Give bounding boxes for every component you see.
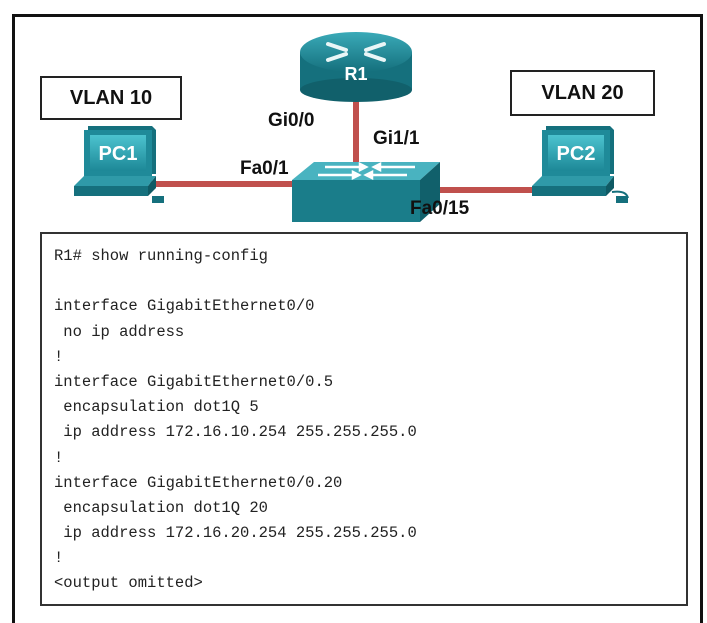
config-line: no ip address (54, 322, 185, 341)
config-line: interface GigabitEthernet0/0.5 (54, 372, 334, 391)
pc1-icon: PC1 (74, 126, 164, 203)
vlan10-label: VLAN 10 (40, 76, 182, 120)
switch-icon (292, 161, 440, 222)
port-label-gi0-0: Gi0/0 (268, 110, 315, 131)
config-line: encapsulation dot1Q 20 (54, 498, 268, 517)
config-line: ip address 172.16.10.254 255.255.255.0 (54, 423, 417, 442)
port-label-fa0-1: Fa0/1 (240, 158, 289, 179)
config-line: encapsulation dot1Q 5 (54, 398, 259, 417)
config-line: ! (54, 448, 64, 467)
port-label-fa0-15: Fa0/15 (410, 198, 470, 219)
config-line: interface GigabitEthernet0/0 (54, 297, 315, 316)
config-text: R1# show running-config interface Gigabi… (42, 234, 686, 597)
config-line: interface GigabitEthernet0/0.20 (54, 473, 343, 492)
port-label-gi1-1: Gi1/1 (373, 128, 420, 149)
config-line: ip address 172.16.20.254 255.255.255.0 (54, 524, 417, 543)
pc1-label: PC1 (99, 143, 138, 165)
running-config-output: R1# show running-config interface Gigabi… (40, 232, 688, 606)
vlan20-label: VLAN 20 (510, 70, 655, 116)
config-line: ! (54, 347, 64, 366)
config-line: ! (54, 549, 64, 568)
router-icon: R1 (300, 32, 412, 102)
figure-frame (12, 14, 703, 623)
config-line (54, 269, 686, 294)
pc2-label: PC2 (557, 143, 596, 165)
router-label: R1 (344, 64, 367, 84)
config-line: R1# show running-config (54, 247, 268, 265)
pc2-icon: PC2 (532, 126, 629, 203)
config-line: <output omitted> (54, 574, 203, 593)
network-topology: R1 PC1 (74, 32, 629, 222)
